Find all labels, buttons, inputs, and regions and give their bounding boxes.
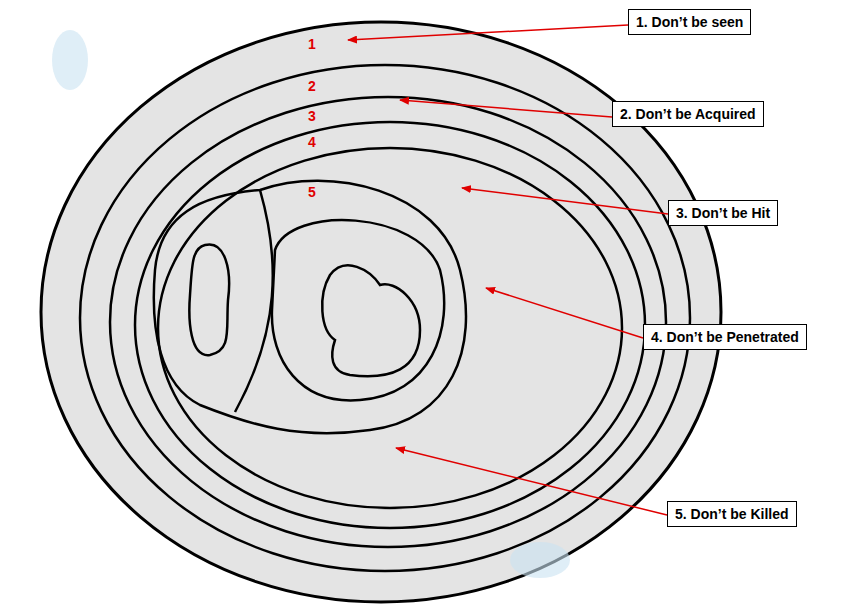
leader-arrow <box>400 100 612 117</box>
callout-text: 2. Don’t be Acquired <box>620 106 756 122</box>
callout-box: 4. Don’t be Penetrated <box>643 324 807 350</box>
callout-text: 5. Don’t be Killed <box>675 506 789 522</box>
callout-box: 2. Don’t be Acquired <box>612 101 764 127</box>
core-blob <box>189 244 229 355</box>
callout-number: 1 <box>308 36 316 52</box>
callout-box: 3. Don’t be Hit <box>668 200 778 226</box>
callout-number: 3 <box>308 108 316 124</box>
layer-ring <box>110 97 666 547</box>
leader-arrow <box>462 188 668 214</box>
layer-ring <box>158 148 622 508</box>
core-ring <box>272 220 444 400</box>
core-divider <box>235 190 273 412</box>
core-outline <box>154 181 466 433</box>
smudge <box>52 30 88 90</box>
core-heart <box>322 265 420 376</box>
callout-text: 4. Don’t be Penetrated <box>651 329 799 345</box>
leader-arrow <box>348 25 628 40</box>
callout-text: 1. Don’t be seen <box>636 14 743 30</box>
smudge <box>510 542 570 578</box>
callout-box: 1. Don’t be seen <box>628 9 751 35</box>
callout-number: 2 <box>308 78 316 94</box>
leader-arrow <box>486 288 643 338</box>
callout-number: 4 <box>308 134 316 150</box>
callout-text: 3. Don’t be Hit <box>676 205 770 221</box>
callout-number: 5 <box>308 184 316 200</box>
layer-ring <box>135 122 645 528</box>
leader-arrow <box>396 448 667 515</box>
layer-ring <box>80 65 690 571</box>
callout-box: 5. Don’t be Killed <box>667 501 797 527</box>
